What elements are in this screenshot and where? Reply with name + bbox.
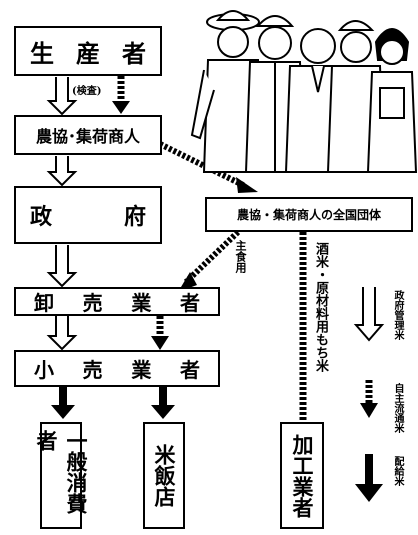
processor-box-visible: 加工業者 [280, 422, 324, 529]
arrow-wholesaler-to-retailer [46, 316, 78, 351]
consumer-box: 一般消費者 [34, 422, 89, 529]
producer-char-2: 産 [76, 38, 100, 68]
government-box: 政 府 [14, 186, 162, 244]
retailer-char-3: 業 [131, 358, 152, 382]
producer-char-1: 生 [30, 38, 54, 68]
wholesaler-char-3: 業 [131, 291, 152, 315]
arrow-government-to-wholesaler [46, 245, 78, 288]
solid-arrows [51, 387, 383, 502]
wholesaler-char-2: 売 [82, 291, 103, 315]
national-body-label: 農協・集荷商人の全国団体 [236, 208, 381, 222]
arrow-retailer-to-consumer [51, 387, 75, 419]
agri-coop-label: 農協･集荷商人 [35, 127, 140, 146]
inspection-label: (検査) [72, 86, 102, 97]
wholesaler-char-1: 卸 [34, 291, 54, 315]
retailer-char-4: 者 [179, 358, 200, 382]
legend-government-rice-label: 政府管理米 [392, 290, 403, 340]
rice-restaurant-box: 米飯店 [143, 422, 185, 529]
arrow-national-to-wholesaler [183, 229, 241, 285]
legend-hollow-arrow [353, 287, 385, 342]
staple-food-label: 主食用 [234, 240, 247, 273]
government-char-2: 府 [123, 204, 146, 230]
processing-use-label: 酒米・原材料用もち米 [313, 242, 328, 372]
hollow-arrows [46, 77, 385, 351]
arrow-coop-to-government [46, 156, 78, 187]
arrow-retailer-to-restaurant [151, 387, 175, 419]
legend-distribution-rice-label: 配給米 [392, 456, 403, 486]
legend-solid-arrow [355, 454, 383, 502]
legend-voluntary-rice-label: 自主流通米 [392, 383, 403, 433]
retailer-char-1: 小 [34, 358, 54, 382]
retailer-char-2: 売 [82, 358, 103, 382]
wholesaler-char-4: 者 [179, 291, 200, 315]
retailer-box: 小 売 業 者 [14, 350, 220, 387]
producer-char-3: 者 [122, 38, 146, 68]
wholesaler-box: 卸 売 業 者 [14, 287, 220, 316]
national-body-box: 農協・集荷商人の全国団体 [205, 197, 413, 232]
producer-box: 生 産 者 [14, 26, 162, 76]
government-char-1: 政 [30, 204, 53, 230]
arrow-coop-to-national [158, 141, 247, 189]
arrow-producer-to-coop [46, 77, 78, 116]
agri-coop-box: 農協･集荷商人 [14, 115, 162, 155]
